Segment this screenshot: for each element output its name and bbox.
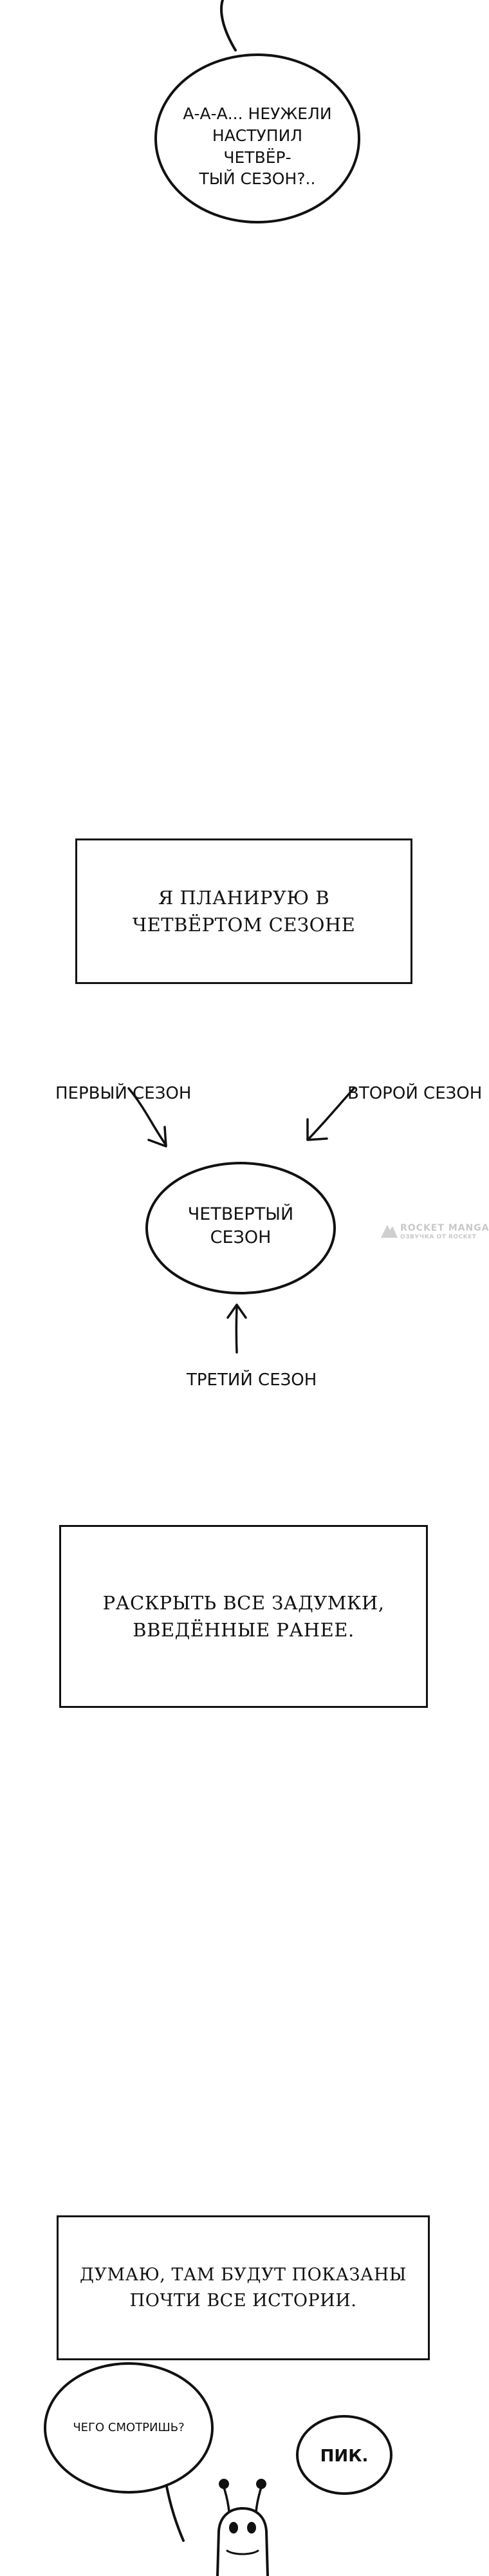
- caption-box-2-line-2: ВВЕДЁННЫЕ РАНЕЕ.: [133, 1619, 355, 1641]
- top-bubble-tail: [220, 0, 237, 52]
- bottom-left-bubble-outline: [44, 2362, 214, 2494]
- caption-box-2-line-1: РАСКРЫТЬ ВСЕ ЗАДУМКИ,: [102, 1591, 385, 1614]
- top-bubble-line-1: А-А-А... НЕУЖЕЛИ: [183, 104, 332, 123]
- caption-box-1-text: Я ПЛАНИРУЮ В ЧЕТВЁРТОМ СЕЗОНЕ: [133, 884, 356, 938]
- caption-box-1-line-1: Я ПЛАНИРУЮ В: [158, 886, 330, 909]
- caption-box-3: ДУМАЮ, ТАМ БУДУТ ПОКАЗАНЫ ПОЧТИ ВСЕ ИСТО…: [57, 2215, 430, 2360]
- bottom-right-bubble-outline: [296, 2415, 392, 2495]
- caption-box-2: РАСКРЫТЬ ВСЕ ЗАДУМКИ, ВВЕДЁННЫЕ РАНЕЕ.: [59, 1525, 428, 1708]
- caption-box-3-line-1: ДУМАЮ, ТАМ БУДУТ ПОКАЗАНЫ: [80, 2265, 407, 2286]
- label-first-season: ПЕРВЫЙ СЕЗОН: [55, 1084, 192, 1103]
- arrow-third-season: [226, 1303, 247, 1354]
- label-second-season: ВТОРОЙ СЕЗОН: [347, 1084, 483, 1103]
- center-bubble-outline: [145, 1162, 336, 1294]
- caption-box-3-line-2: ПОЧТИ ВСЕ ИСТОРИИ.: [129, 2290, 357, 2311]
- watermark-line-1: Rocket Manga: [400, 1223, 489, 1233]
- watermark-line-2: ОЗВУЧКА ОТ ROCKET: [400, 1234, 477, 1240]
- top-bubble-outline: [154, 53, 360, 223]
- peeking-character-icon: [216, 2479, 269, 2576]
- center-bubble-text: ЧЕТВЕРТЫЙ СЕЗОН: [176, 1203, 305, 1250]
- center-bubble-line-2: СЕЗОН: [210, 1227, 272, 1248]
- caption-box-3-text: ДУМАЮ, ТАМ БУДУТ ПОКАЗАНЫ ПОЧТИ ВСЕ ИСТО…: [80, 2262, 407, 2313]
- caption-box-1: Я ПЛАНИРУЮ В ЧЕТВЁРТОМ СЕЗОНЕ: [75, 838, 412, 984]
- rocket-logo-icon: [381, 1225, 398, 1238]
- top-bubble-line-2: НАСТУПИЛ ЧЕТВЁР-: [212, 126, 303, 167]
- label-third-season: ТРЕТИЙ СЕЗОН: [187, 1370, 317, 1390]
- bottom-left-bubble-text: ЧЕГО СМОТРИШЬ?: [73, 2421, 185, 2434]
- arrow-second-season: [306, 1087, 355, 1141]
- caption-box-2-text: РАСКРЫТЬ ВСЕ ЗАДУМКИ, ВВЕДЁННЫЕ РАНЕЕ.: [103, 1589, 385, 1643]
- top-bubble-line-3: ТЫЙ СЕЗОН?..: [199, 169, 316, 189]
- bottom-right-bubble-text: ПИК.: [320, 2447, 369, 2466]
- arrow-first-season: [127, 1087, 167, 1148]
- caption-box-1-line-2: ЧЕТВЁРТОМ СЕЗОНЕ: [132, 914, 356, 936]
- top-bubble-text: А-А-А... НЕУЖЕЛИ НАСТУПИЛ ЧЕТВЁР- ТЫЙ СЕ…: [177, 103, 338, 190]
- center-bubble-line-1: ЧЕТВЕРТЫЙ: [187, 1204, 294, 1224]
